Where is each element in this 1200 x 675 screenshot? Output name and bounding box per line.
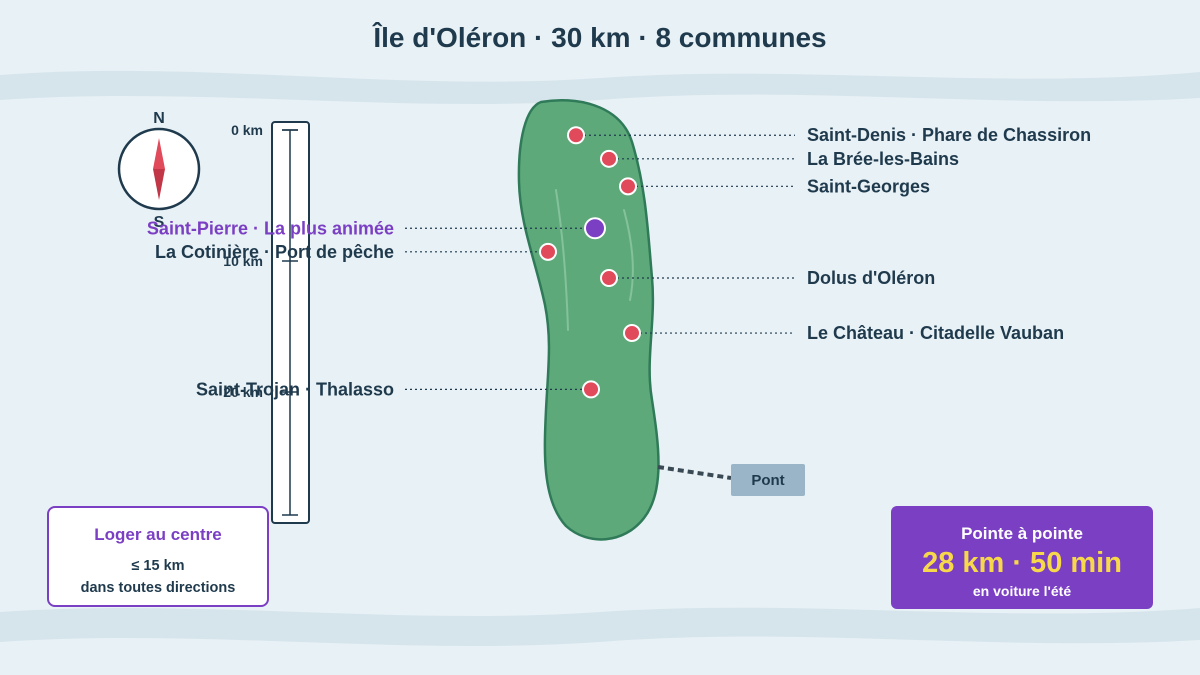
center-advice-box: Loger au centre ≤ 15 km dans toutes dire… — [47, 506, 269, 607]
scale-tick-label: 20 km — [223, 384, 263, 400]
town-marker-la-cotiniere — [539, 242, 557, 261]
scale-tick-label: 10 km — [223, 253, 263, 269]
bridge: Pont — [657, 464, 805, 496]
map-title: Île d'Oléron · 30 km · 8 communes — [373, 22, 827, 53]
place-label-saint-georges: Saint-Georges — [807, 176, 930, 196]
place-label-saint-denis: Saint-Denis · Phare de Chassiron — [807, 125, 1091, 145]
leader-lines: Saint-Denis · Phare de Chassiron La Brée-… — [147, 125, 1091, 399]
center-advice-detail: dans toutes directions — [80, 580, 236, 596]
place-label-le-chateau: Le Château · Citadelle Vauban — [807, 323, 1064, 343]
town-marker-le-chateau — [623, 324, 641, 343]
scale-tick-label: 0 km — [231, 122, 263, 138]
sea-wave-top — [0, 70, 1200, 105]
town-marker-saint-denis — [567, 126, 585, 145]
center-advice-radius: ≤ 15 km — [131, 558, 185, 574]
place-label-saint-pierre: Saint-Pierre · La plus animée — [147, 218, 394, 238]
scale-bar: 0 km 10 km 20 km — [223, 121, 310, 524]
distance-note: en voiture l'été — [972, 583, 1072, 599]
distance-heading: Pointe à pointe — [961, 524, 1083, 543]
distance-value: 28 km · 50 min — [922, 547, 1122, 579]
place-label-la-cotiniere: La Cotinière · Port de pêche — [155, 242, 394, 262]
sea-wave-bottom — [0, 607, 1200, 647]
island-relief-line — [555, 189, 569, 331]
bridge-road — [657, 465, 732, 480]
island-relief-line — [623, 209, 634, 301]
town-marker-saint-georges — [619, 177, 637, 196]
town-marker-saint-pierre — [584, 217, 606, 240]
compass-north-label: N — [153, 110, 165, 127]
town-marker-dolus — [600, 269, 618, 288]
town-markers — [539, 126, 641, 399]
place-label-saint-trojan: Saint-Trojan · Thalasso — [196, 379, 394, 399]
town-marker-saint-trojan — [582, 380, 600, 399]
place-label-dolus: Dolus d'Oléron — [807, 268, 935, 288]
compass-south-label: S — [154, 214, 165, 231]
compass-needle-north — [153, 138, 165, 169]
distance-box: Pointe à pointe 28 km · 50 min en voitur… — [891, 506, 1153, 609]
center-advice-heading: Loger au centre — [94, 525, 222, 544]
island-oleron — [517, 98, 660, 541]
compass-needle-south — [153, 169, 165, 200]
bridge-label-box — [731, 464, 805, 496]
town-marker-la-bree — [600, 149, 618, 168]
bridge-label: Pont — [751, 472, 784, 489]
compass: N S — [117, 110, 201, 231]
place-label-la-bree: La Brée-les-Bains — [807, 149, 959, 169]
